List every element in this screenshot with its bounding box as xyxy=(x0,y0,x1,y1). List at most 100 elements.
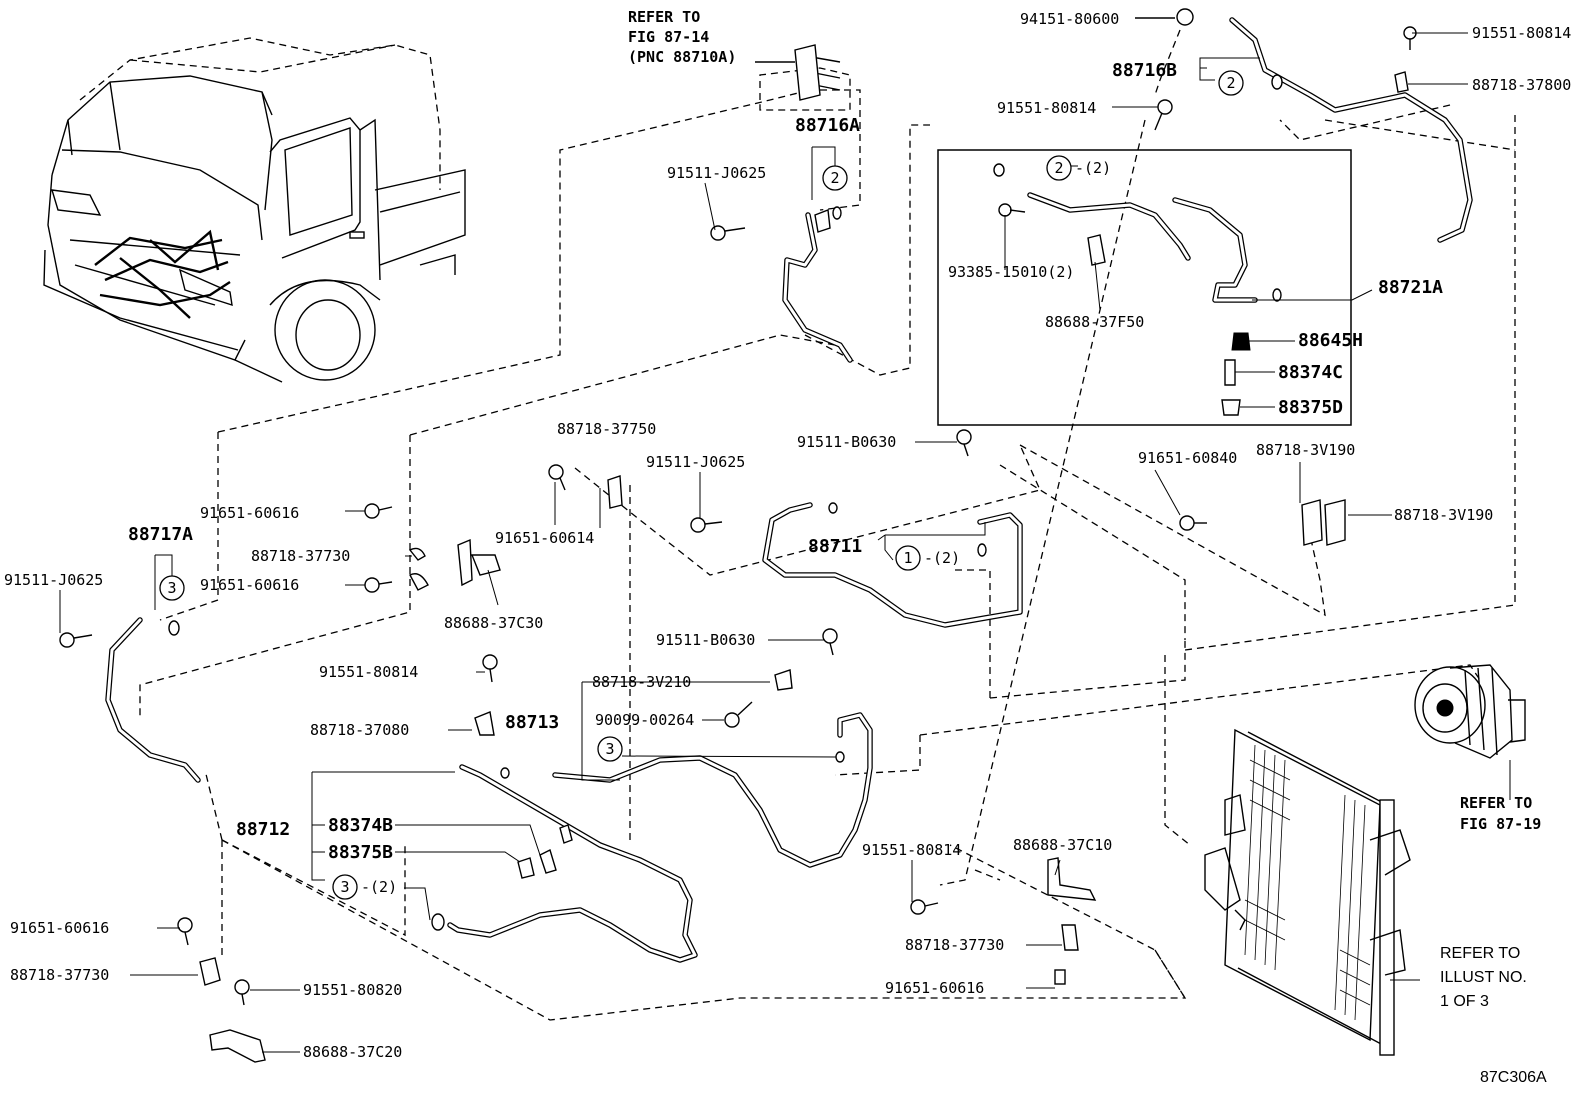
callout-number: 3 xyxy=(340,878,349,896)
bolt-icon xyxy=(364,503,393,519)
clamp-icon xyxy=(199,957,221,986)
bolt-icon xyxy=(822,628,838,656)
o-ring-icon xyxy=(168,620,180,636)
part-label: 88688-37C20 xyxy=(303,1043,402,1061)
truck-illustration xyxy=(43,37,466,383)
cap-icon xyxy=(1221,399,1241,416)
callout-circle xyxy=(1218,70,1244,96)
assembly-label-88716a: 88716A xyxy=(795,115,860,136)
cap-icon xyxy=(517,857,535,879)
o-ring-icon xyxy=(993,163,1005,177)
pipes xyxy=(105,17,1473,963)
assembly-label-88375b: 88375B xyxy=(328,842,393,863)
clamp-icon xyxy=(1061,924,1079,951)
condenser xyxy=(1204,728,1411,1056)
callout-circle xyxy=(1046,155,1072,181)
bracket-icon xyxy=(209,1029,266,1063)
part-label: 88718-3V190 xyxy=(1256,441,1355,459)
assembly-label-88717a: 88717A xyxy=(128,524,193,545)
refer-line: (PNC 88710A) xyxy=(628,48,736,66)
refer-fig-87-19: REFER TO FIG 87-19 xyxy=(1460,794,1541,833)
part-label: 88718-37800 xyxy=(1472,76,1571,94)
bolt-icon xyxy=(1054,969,1066,985)
refer-fig-87-14: REFER TO FIG 87-14 (PNC 88710A) xyxy=(628,8,736,66)
part-label: 88718-37730 xyxy=(251,547,350,565)
callout-number: 2 xyxy=(1054,159,1063,177)
part-label: 91651-60616 xyxy=(200,504,299,522)
bracket-icon xyxy=(470,554,501,576)
clamp-icon xyxy=(1324,499,1346,546)
part-label: 91651-60616 xyxy=(885,979,984,997)
callout-circle xyxy=(822,165,848,191)
part-label: 91511-B0630 xyxy=(797,433,896,451)
valve-core-icon xyxy=(539,849,557,874)
assembly-label-88375d: 88375D xyxy=(1278,397,1343,418)
part-label: 94151-80600 xyxy=(1020,10,1119,28)
callout-circle xyxy=(159,575,185,601)
bolt-icon xyxy=(1403,26,1417,50)
o-ring-icon xyxy=(977,543,987,557)
valve-core-icon xyxy=(559,824,573,844)
callout-circles: 2 2 2 -(2) 3 1 -(2) 3 3 -(2) xyxy=(159,70,1244,900)
clamp-icon xyxy=(774,669,793,691)
clamp-icon xyxy=(607,475,623,509)
small-parts xyxy=(59,8,1417,1063)
leader-lines xyxy=(59,32,1511,1053)
clamp-icon xyxy=(814,209,831,233)
bolt-icon xyxy=(710,225,746,241)
part-label: 90099-00264 xyxy=(595,711,694,729)
refer-line: 1 OF 3 xyxy=(1440,993,1489,1010)
part-label: 91651-60614 xyxy=(495,529,594,547)
cap-icon xyxy=(1176,8,1194,26)
assembly-label-88711: 88711 xyxy=(808,536,862,557)
bolt-icon xyxy=(234,979,250,1006)
o-ring-icon xyxy=(500,767,510,779)
part-label: 91551-80820 xyxy=(303,981,402,999)
bracket-icon xyxy=(457,538,473,587)
part-label: 91551-80814 xyxy=(862,841,961,859)
diagram-code: 87C306A xyxy=(1480,1069,1547,1086)
assembly-label-88374b: 88374B xyxy=(328,815,393,836)
bolt-icon xyxy=(724,701,753,728)
bolt-icon xyxy=(998,203,1026,217)
callout-circle xyxy=(332,874,358,900)
part-label: 91511-J0625 xyxy=(667,164,766,182)
part-label: 91511-J0625 xyxy=(646,453,745,471)
part-label: 88718-3V210 xyxy=(592,673,691,691)
clamp-icon xyxy=(1394,71,1409,93)
assembly-label-88374c: 88374C xyxy=(1278,362,1343,383)
o-ring-icon xyxy=(1272,288,1282,302)
refer-line: FIG 87-19 xyxy=(1460,815,1541,833)
part-label: 91511-B0630 xyxy=(656,631,755,649)
part-label: 88718-3V190 xyxy=(1394,506,1493,524)
o-ring-icon xyxy=(832,206,842,220)
o-ring-icon xyxy=(828,502,838,514)
clamp-icon xyxy=(1301,499,1323,546)
refer-line: REFER TO xyxy=(1460,794,1532,812)
clamp-icon xyxy=(474,711,495,736)
valve-core-icon xyxy=(1224,359,1236,386)
part-label: 88718-37080 xyxy=(310,721,409,739)
bolt-icon xyxy=(364,577,393,593)
callout-number: 3 xyxy=(605,740,614,758)
callout-circle xyxy=(895,545,921,571)
bolt-icon xyxy=(482,654,498,683)
clamp-icon xyxy=(409,573,429,591)
callout-number: 2 xyxy=(1226,74,1235,92)
assembly-label-88712: 88712 xyxy=(236,819,290,840)
bolt-icon xyxy=(177,917,193,946)
part-label: 88718-37730 xyxy=(10,966,109,984)
bracket-icon xyxy=(1047,857,1097,901)
callout-qty: -(2) xyxy=(924,549,960,567)
clamp-icon xyxy=(1087,234,1106,266)
assembly-label-88721a: 88721A xyxy=(1378,277,1443,298)
part-labels: 94151-80600 91551-80814 88718-37800 9155… xyxy=(4,10,1571,1061)
inset-box-88721a xyxy=(937,149,1352,426)
part-label: 91651-60840 xyxy=(1138,449,1237,467)
compressor xyxy=(1414,664,1526,759)
part-label: 88688-37C30 xyxy=(444,614,543,632)
pressure-switch-icon xyxy=(1231,332,1251,351)
part-label: 91651-60616 xyxy=(200,576,299,594)
refer-line: REFER TO xyxy=(628,8,700,26)
callout-number: 3 xyxy=(167,579,176,597)
